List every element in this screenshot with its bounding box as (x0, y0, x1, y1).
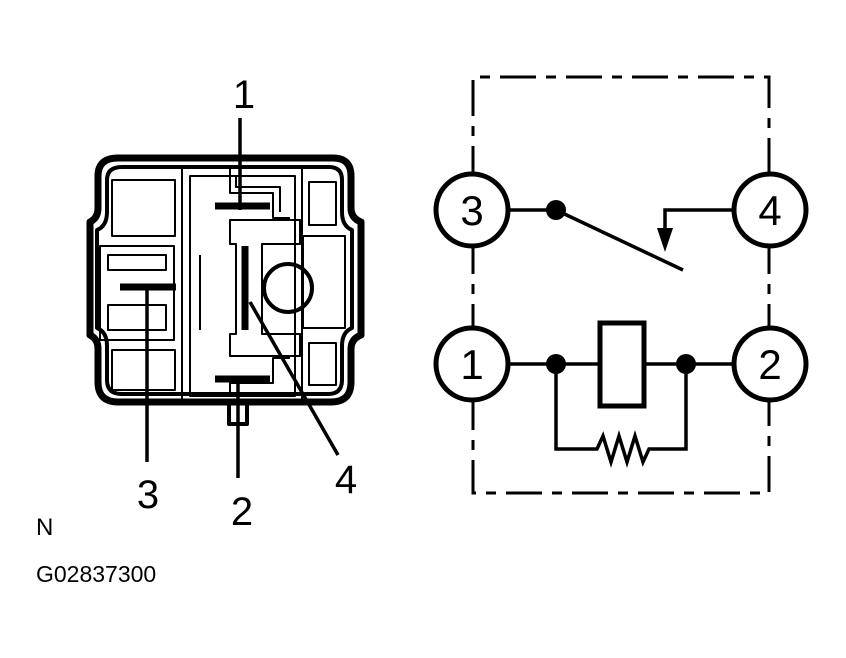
relay-schematic: 3 4 1 2 (433, 75, 809, 495)
terminal-4-circle (731, 171, 809, 249)
figure-code: G02837300 (36, 561, 156, 587)
terminal-4-label: 4 (758, 187, 781, 234)
terminal-2-label: 2 (758, 341, 781, 388)
relay-coil (597, 320, 647, 409)
pin-label-1: 1 (233, 73, 255, 117)
switch-contact-arrow (657, 228, 673, 252)
terminal-3-circle (433, 171, 511, 249)
pin-label-3: 3 (137, 473, 159, 517)
terminal-1-label: 1 (460, 341, 483, 388)
terminal-3-label: 3 (460, 187, 483, 234)
leader-line-4 (248, 301, 340, 456)
relay-connector-face: 1 2 3 4 (86, 73, 365, 534)
pin-label-4: 4 (335, 458, 357, 502)
pin-label-2: 2 (231, 490, 253, 534)
view-letter: N (36, 514, 53, 541)
switch-arm (555, 208, 684, 272)
relay-enclosure (471, 75, 771, 495)
terminal-2-circle (731, 325, 809, 403)
terminal-1-circle (433, 325, 511, 403)
suppression-resistor (554, 364, 688, 468)
